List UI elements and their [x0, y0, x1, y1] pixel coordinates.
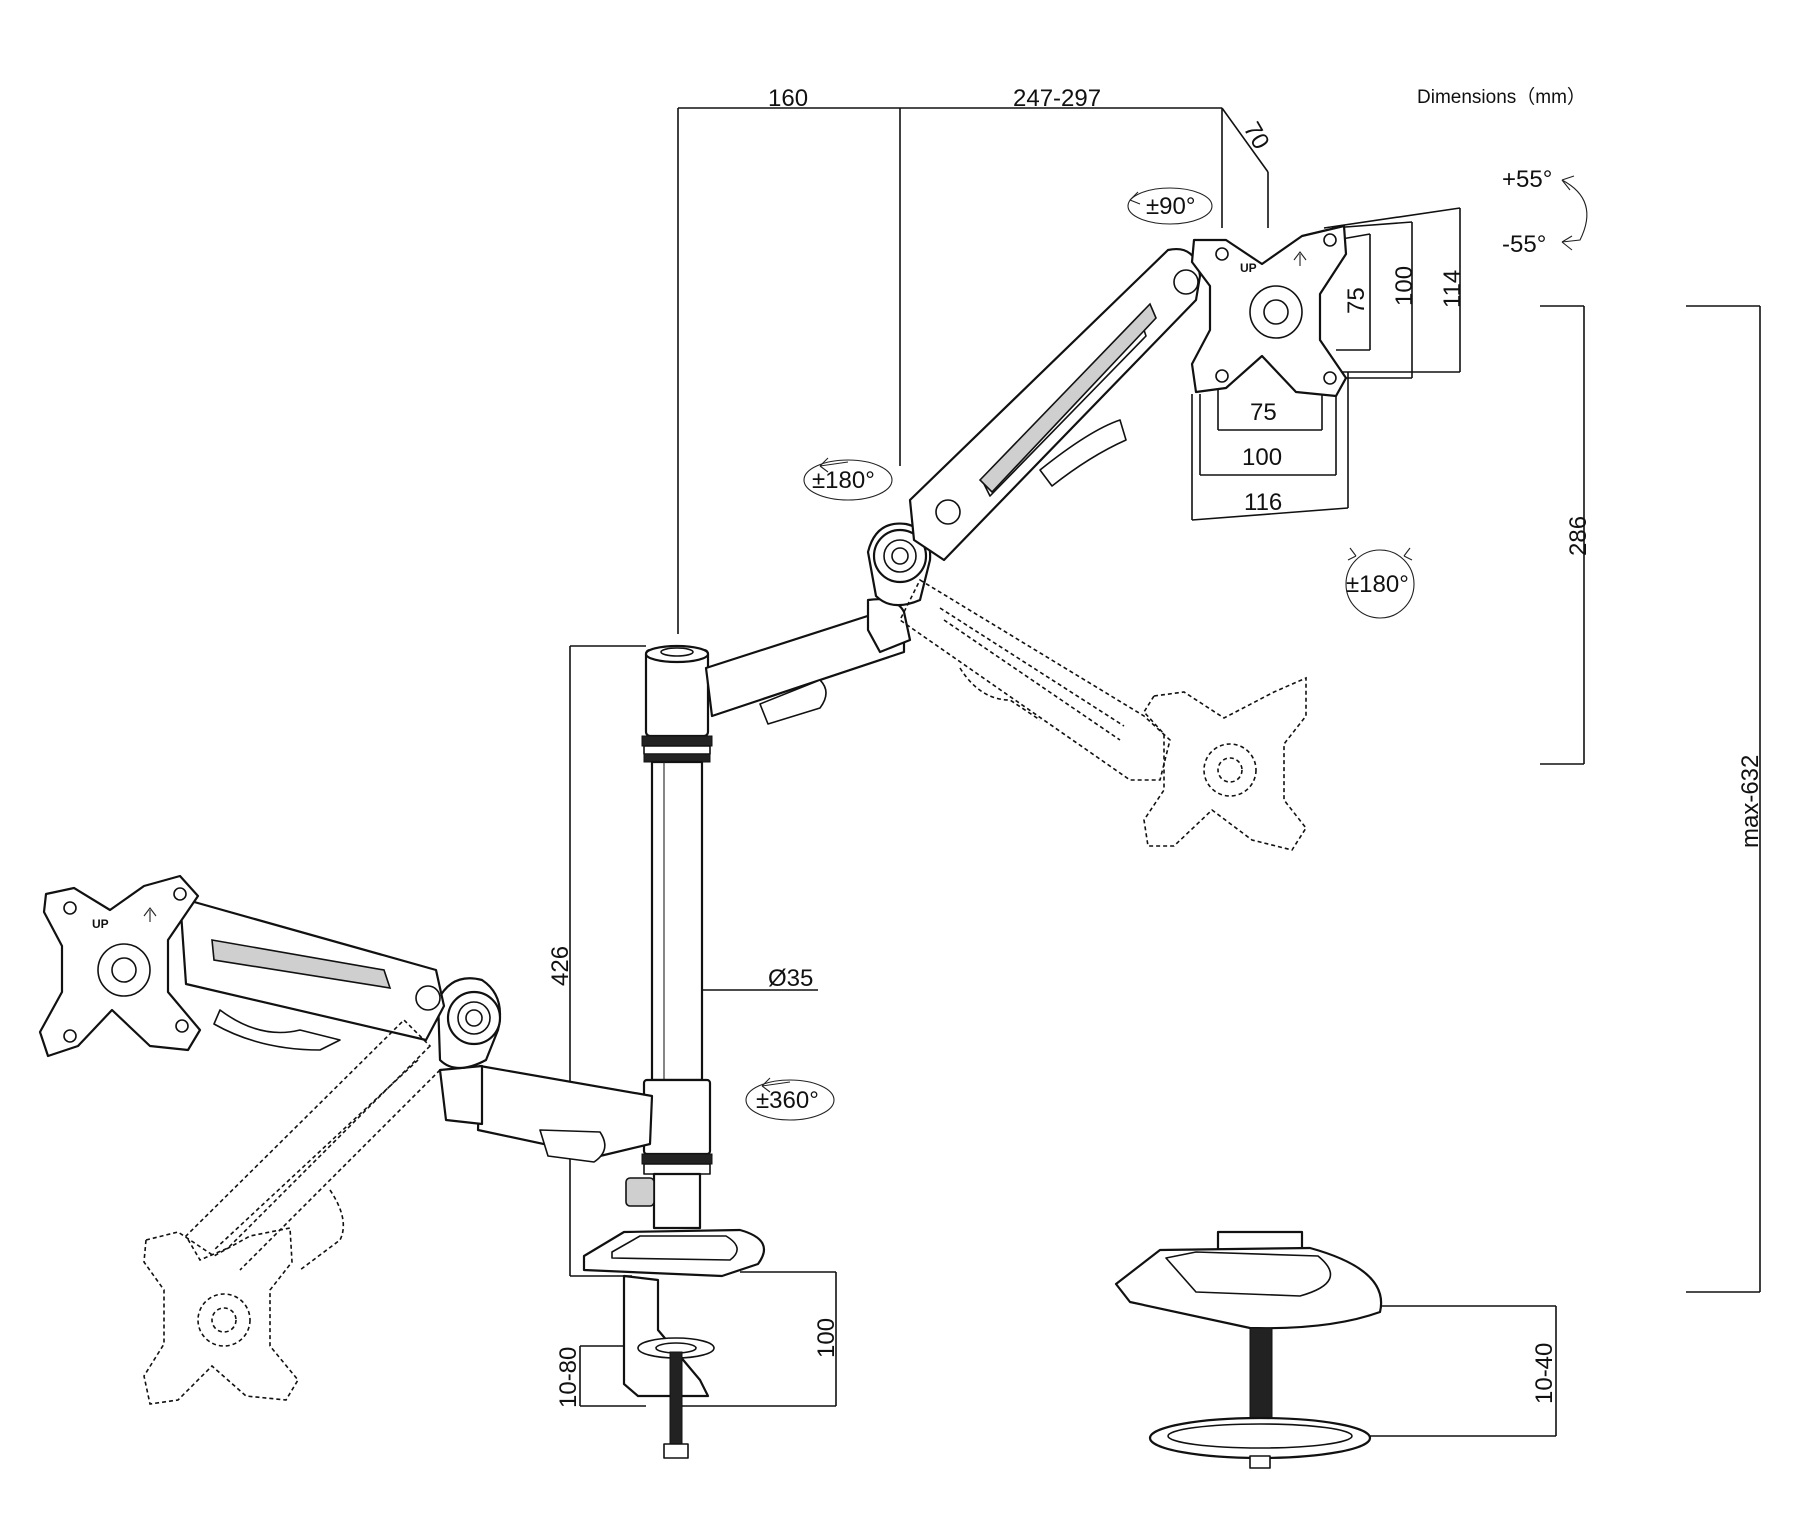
arm-rotation-180-badge: ±180°	[803, 457, 893, 501]
pole	[625, 644, 713, 1230]
dim-426: 426	[547, 946, 574, 986]
dim-vesa-75-h: 75	[1343, 287, 1370, 314]
plate-up-label-left: UP	[92, 917, 109, 931]
ghost-arm-right	[898, 578, 1307, 851]
dim-diameter-35: Ø35	[768, 965, 813, 992]
diagram-title: Dimensions（mm）	[1417, 86, 1586, 108]
dim-160: 160	[768, 85, 808, 112]
rotation-arrow-icon	[819, 457, 849, 473]
tilt-down-label: -55°	[1502, 231, 1546, 258]
dim-vesa-75-w: 75	[1250, 399, 1277, 426]
vesa-plate-right: UP	[1190, 224, 1348, 398]
base-rotation-360-badge: ±360°	[745, 1077, 835, 1121]
dim-clamp-10-80: 10-80	[555, 1347, 582, 1408]
dim-clamp-100: 100	[813, 1318, 840, 1358]
clamp-base	[582, 1228, 766, 1459]
base-rotation-360-label: ±360°	[756, 1087, 819, 1114]
upper-arm-right	[704, 247, 1202, 725]
pole-dimension-lines	[569, 645, 818, 1277]
ghost-arm-left	[143, 1018, 441, 1405]
up-arrow-icon-left	[143, 907, 157, 922]
dim-247-297: 247-297	[1013, 85, 1101, 112]
dim-grommet-10-40: 10-40	[1531, 1343, 1558, 1404]
dim-vesa-116-w: 116	[1244, 489, 1282, 516]
tilt-up-label: +55°	[1502, 166, 1552, 193]
grommet-base	[1114, 1230, 1383, 1469]
dim-70: 70	[1238, 118, 1275, 155]
swivel-90-label: ±90°	[1146, 193, 1195, 220]
portrait-180-label: ±180°	[1346, 571, 1409, 598]
top-dimension-lines	[677, 107, 1269, 634]
clamp-dimension-lines	[579, 1271, 837, 1407]
dim-vesa-100-h: 100	[1391, 266, 1418, 306]
lower-arm-left	[178, 896, 654, 1163]
dim-max-632: max-632	[1737, 755, 1764, 848]
plate-up-label-right: UP	[1240, 261, 1257, 275]
height-dimension-lines	[1540, 305, 1761, 1293]
dim-vesa-100-w: 100	[1242, 444, 1282, 471]
vesa-dimension-lines	[1191, 207, 1461, 521]
portrait-180-badge: ±180°	[1345, 547, 1415, 619]
swivel-90-badge: ±90°	[1127, 187, 1213, 225]
tilt-arrow-icon	[1561, 175, 1588, 251]
dim-vesa-114-h: 114	[1439, 270, 1466, 308]
dim-286: 286	[1565, 516, 1592, 556]
up-arrow-icon	[1293, 251, 1307, 266]
arm-rotation-180-label: ±180°	[812, 467, 875, 494]
vesa-plate-left: UP	[38, 874, 202, 1058]
grommet-dimension-lines	[1340, 1305, 1557, 1437]
